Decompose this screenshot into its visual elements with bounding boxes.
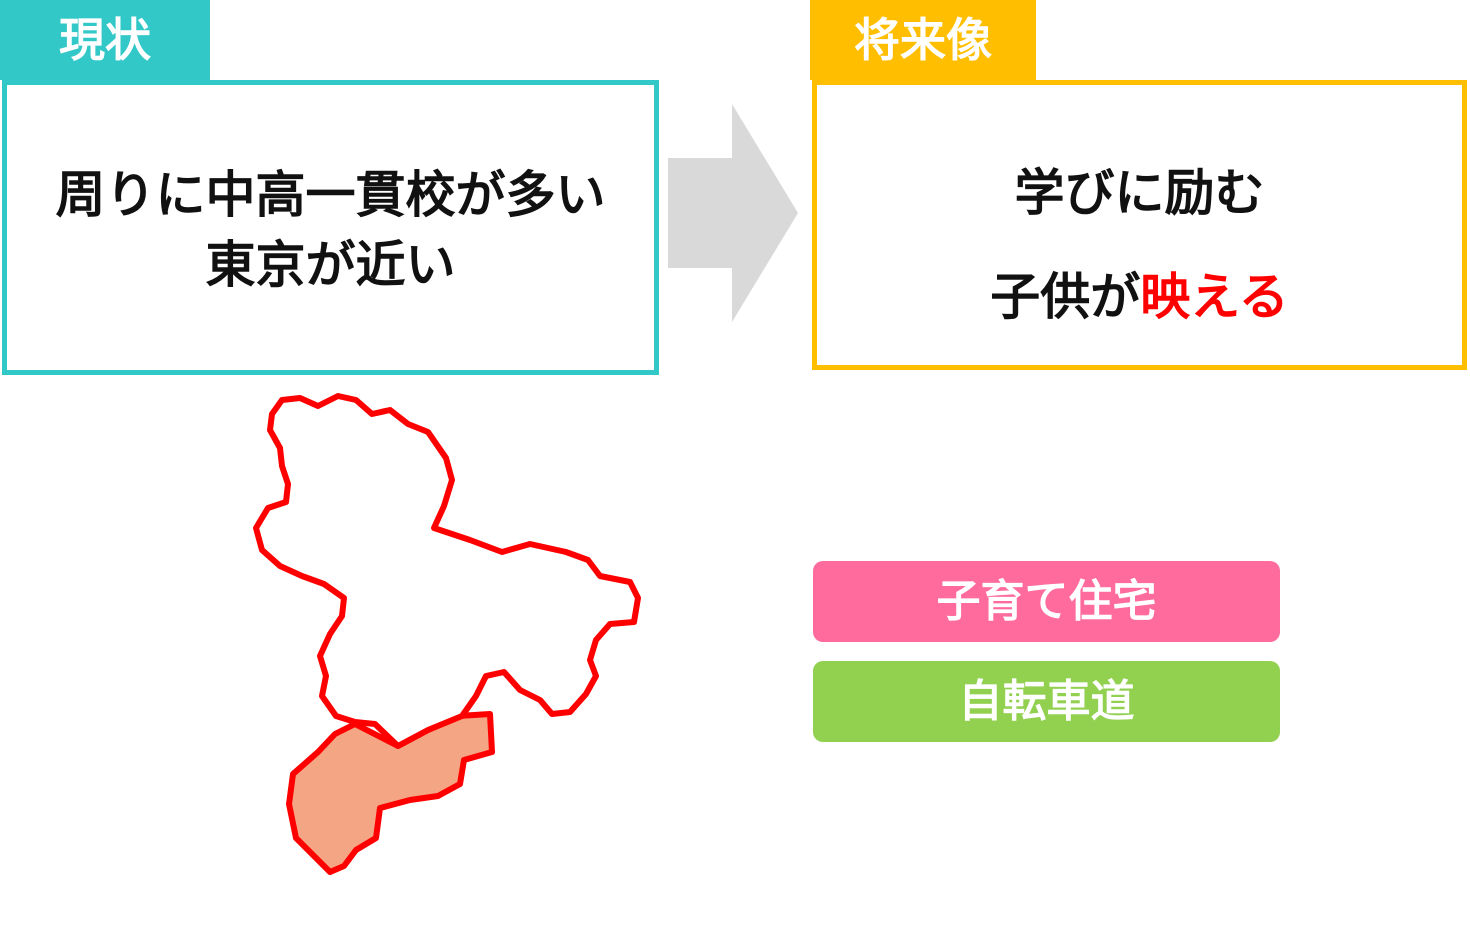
tag-child-housing-label: 子育て住宅 xyxy=(936,576,1157,627)
tag-bike-lane-label: 自転車道 xyxy=(958,676,1135,727)
future-vision-box: 学びに励む 子供が映える xyxy=(812,80,1467,370)
current-state-line-1: 周りに中高一貫校が多い xyxy=(55,166,606,224)
future-vision-line-2: 子供が映える xyxy=(817,267,1462,327)
future-vision-line-2-prefix: 子供が xyxy=(990,268,1141,326)
current-state-tab: 現状 xyxy=(0,0,210,80)
tag-bike-lane: 自転車道 xyxy=(813,661,1280,742)
map-region-main xyxy=(253,393,641,749)
current-state-box: 周りに中高一貫校が多い 東京が近い xyxy=(2,80,659,375)
map-region-highlighted xyxy=(286,711,495,875)
future-vision-tab: 将来像 xyxy=(810,0,1036,80)
current-state-line-2: 東京が近い xyxy=(205,236,456,294)
future-vision-tab-label: 将来像 xyxy=(854,13,992,67)
current-state-tab-label: 現状 xyxy=(59,13,151,67)
future-vision-line-1: 学びに励む xyxy=(1014,164,1265,222)
tag-child-housing: 子育て住宅 xyxy=(813,561,1280,642)
future-vision-line-2-highlight: 映える xyxy=(1140,268,1289,326)
